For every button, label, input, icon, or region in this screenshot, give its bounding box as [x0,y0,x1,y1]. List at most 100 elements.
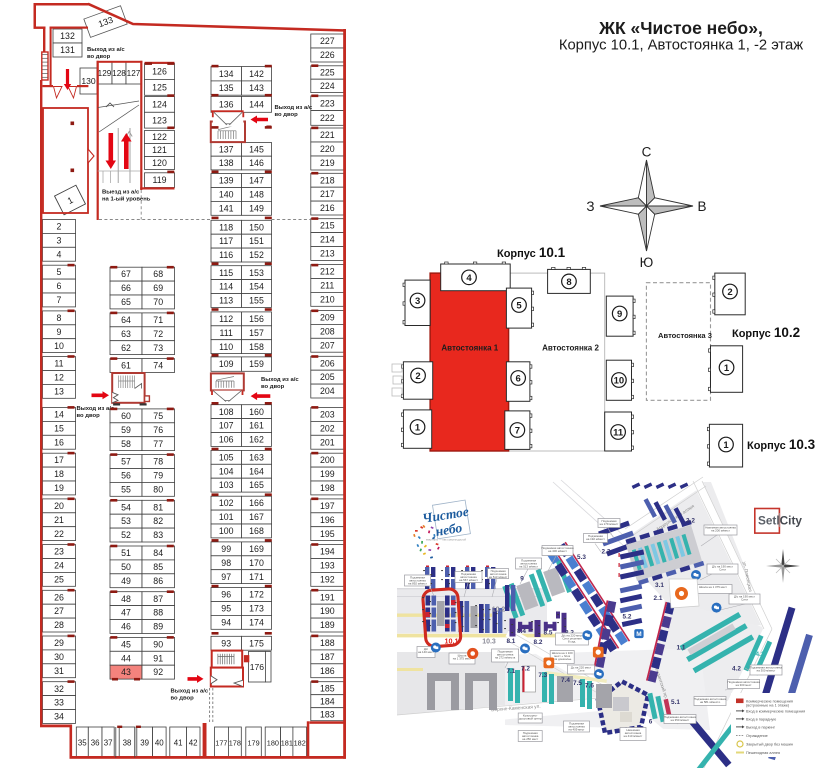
svg-text:224: 224 [320,81,335,91]
svg-text:мест + блок: мест + блок [554,654,571,658]
svg-text:160: 160 [249,407,264,417]
svg-text:167: 167 [249,512,264,522]
svg-text:169: 169 [249,544,264,554]
svg-text:94: 94 [221,617,231,627]
svg-text:96: 96 [221,590,231,600]
svg-text:41: 41 [174,738,183,747]
svg-text:84: 84 [153,548,163,558]
svg-text:3: 3 [57,235,62,245]
svg-text:на 513 м/мест: на 513 м/мест [519,565,538,569]
svg-text:52: 52 [121,530,131,540]
svg-text:Выход в паркинг: Выход в паркинг [746,726,776,730]
svg-text:на 1-ый уровень: на 1-ый уровень [102,196,151,203]
svg-text:36: 36 [91,738,100,747]
svg-text:Коммерческие помещения: Коммерческие помещения [746,700,793,704]
svg-text:SetlCity: SetlCity [758,514,802,528]
svg-text:Выход из а/с: Выход из а/с [275,105,313,111]
svg-text:3: 3 [415,296,420,307]
svg-text:6: 6 [57,281,62,291]
svg-text:на 300 м/мест: на 300 м/мест [757,669,776,673]
svg-text:42: 42 [189,738,198,747]
svg-text:Выход из а/с: Выход из а/с [87,47,125,53]
svg-text:189: 189 [320,620,335,630]
svg-text:8.4: 8.4 [517,628,526,635]
svg-text:204: 204 [320,386,335,396]
svg-text:7: 7 [57,295,62,305]
svg-text:136: 136 [219,100,234,110]
svg-text:132: 132 [60,31,75,41]
svg-text:125: 125 [152,83,167,93]
svg-text:139: 139 [219,176,234,186]
svg-text:Сити: Сити [578,669,585,673]
svg-text:162: 162 [249,435,264,445]
svg-text:на 581 м/место: на 581 м/место [700,700,721,704]
svg-text:Подземная автостоянка: Подземная автостоянка [541,546,574,550]
svg-text:65: 65 [121,297,131,307]
svg-text:Корпус 10.1: Корпус 10.1 [497,245,566,260]
svg-text:Сити: Сити [719,568,726,572]
svg-text:186: 186 [320,666,335,676]
svg-text:Культурно-: Культурно- [523,713,538,717]
svg-text:221: 221 [320,130,335,140]
svg-text:159: 159 [249,359,264,369]
svg-text:182: 182 [294,738,306,747]
svg-text:Наземная: Наземная [626,728,640,732]
svg-text:автостоянка: автостоянка [568,725,585,729]
svg-text:151: 151 [249,236,264,246]
svg-text:квартиры — как совсем другой: квартиры — как совсем другой [426,538,466,542]
svg-text:13: 13 [54,387,64,397]
svg-text:149: 149 [249,203,264,213]
svg-text:129: 129 [98,69,112,78]
svg-text:на 409 мест: на 409 мест [569,728,586,732]
svg-text:автостоянка: автостоянка [522,734,539,738]
svg-text:146: 146 [249,158,264,168]
svg-text:во двор: во двор [77,413,101,419]
svg-text:111: 111 [220,328,233,338]
svg-text:190: 190 [320,606,335,616]
svg-text:39: 39 [140,738,149,747]
svg-text:Подземная автостоянка: Подземная автостоянка [664,715,697,719]
svg-text:Вход в коммерческие помещения: Вход в коммерческие помещения [746,710,805,714]
svg-text:8: 8 [57,313,62,323]
svg-text:32: 32 [54,684,64,694]
svg-text:3.1: 3.1 [655,582,664,589]
svg-text:191: 191 [320,592,335,602]
svg-text:51: 51 [121,548,131,558]
svg-text:48: 48 [121,594,131,604]
svg-text:5.3: 5.3 [577,554,586,561]
svg-text:Выезд из а/с: Выезд из а/с [102,190,140,196]
svg-text:166: 166 [249,498,264,508]
svg-text:9: 9 [617,309,622,320]
svg-text:37: 37 [104,738,113,747]
svg-text:210: 210 [320,295,335,305]
svg-text:158: 158 [249,342,264,352]
svg-text:1: 1 [724,363,730,374]
svg-text:ЖК «Чистое небо»,: ЖК «Чистое небо», [598,18,763,38]
svg-text:138: 138 [219,158,234,168]
svg-text:64: 64 [121,315,131,325]
svg-text:1.1: 1.1 [677,645,686,652]
svg-text:181: 181 [281,738,293,747]
svg-text:198: 198 [320,483,335,493]
svg-text:1: 1 [415,422,421,433]
svg-text:Выход из а/с: Выход из а/с [261,377,299,383]
svg-text:на 192 м/мест: на 192 м/мест [586,537,605,541]
svg-text:85: 85 [153,562,163,572]
svg-text:70: 70 [153,297,163,307]
svg-text:7: 7 [515,425,520,436]
svg-text:133: 133 [97,15,115,30]
svg-text:207: 207 [320,340,335,350]
svg-text:9: 9 [520,576,524,583]
svg-text:88: 88 [153,608,163,618]
svg-text:В: В [697,199,706,214]
svg-text:76: 76 [153,425,163,435]
svg-text:6: 6 [649,719,653,726]
svg-text:122: 122 [152,132,167,142]
svg-text:196: 196 [320,515,335,525]
svg-text:199: 199 [320,469,335,479]
svg-text:223: 223 [320,98,335,108]
svg-text:автостоянка: автостоянка [520,562,537,566]
svg-text:106: 106 [219,435,234,445]
svg-text:86: 86 [153,576,163,586]
svg-text:109: 109 [219,359,234,369]
